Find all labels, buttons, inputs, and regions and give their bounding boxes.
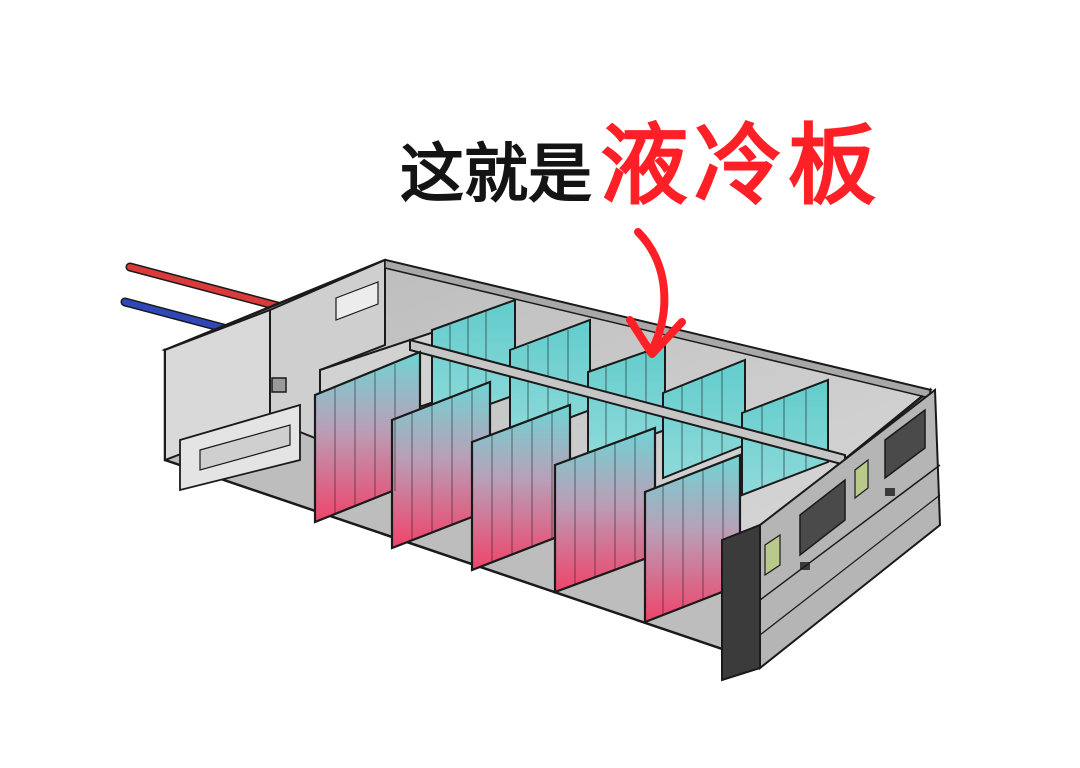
caption-highlight: 液冷板 [600, 95, 882, 222]
caption-prefix: 这就是 [400, 123, 592, 215]
caption: 这就是 液冷板 [400, 95, 882, 205]
